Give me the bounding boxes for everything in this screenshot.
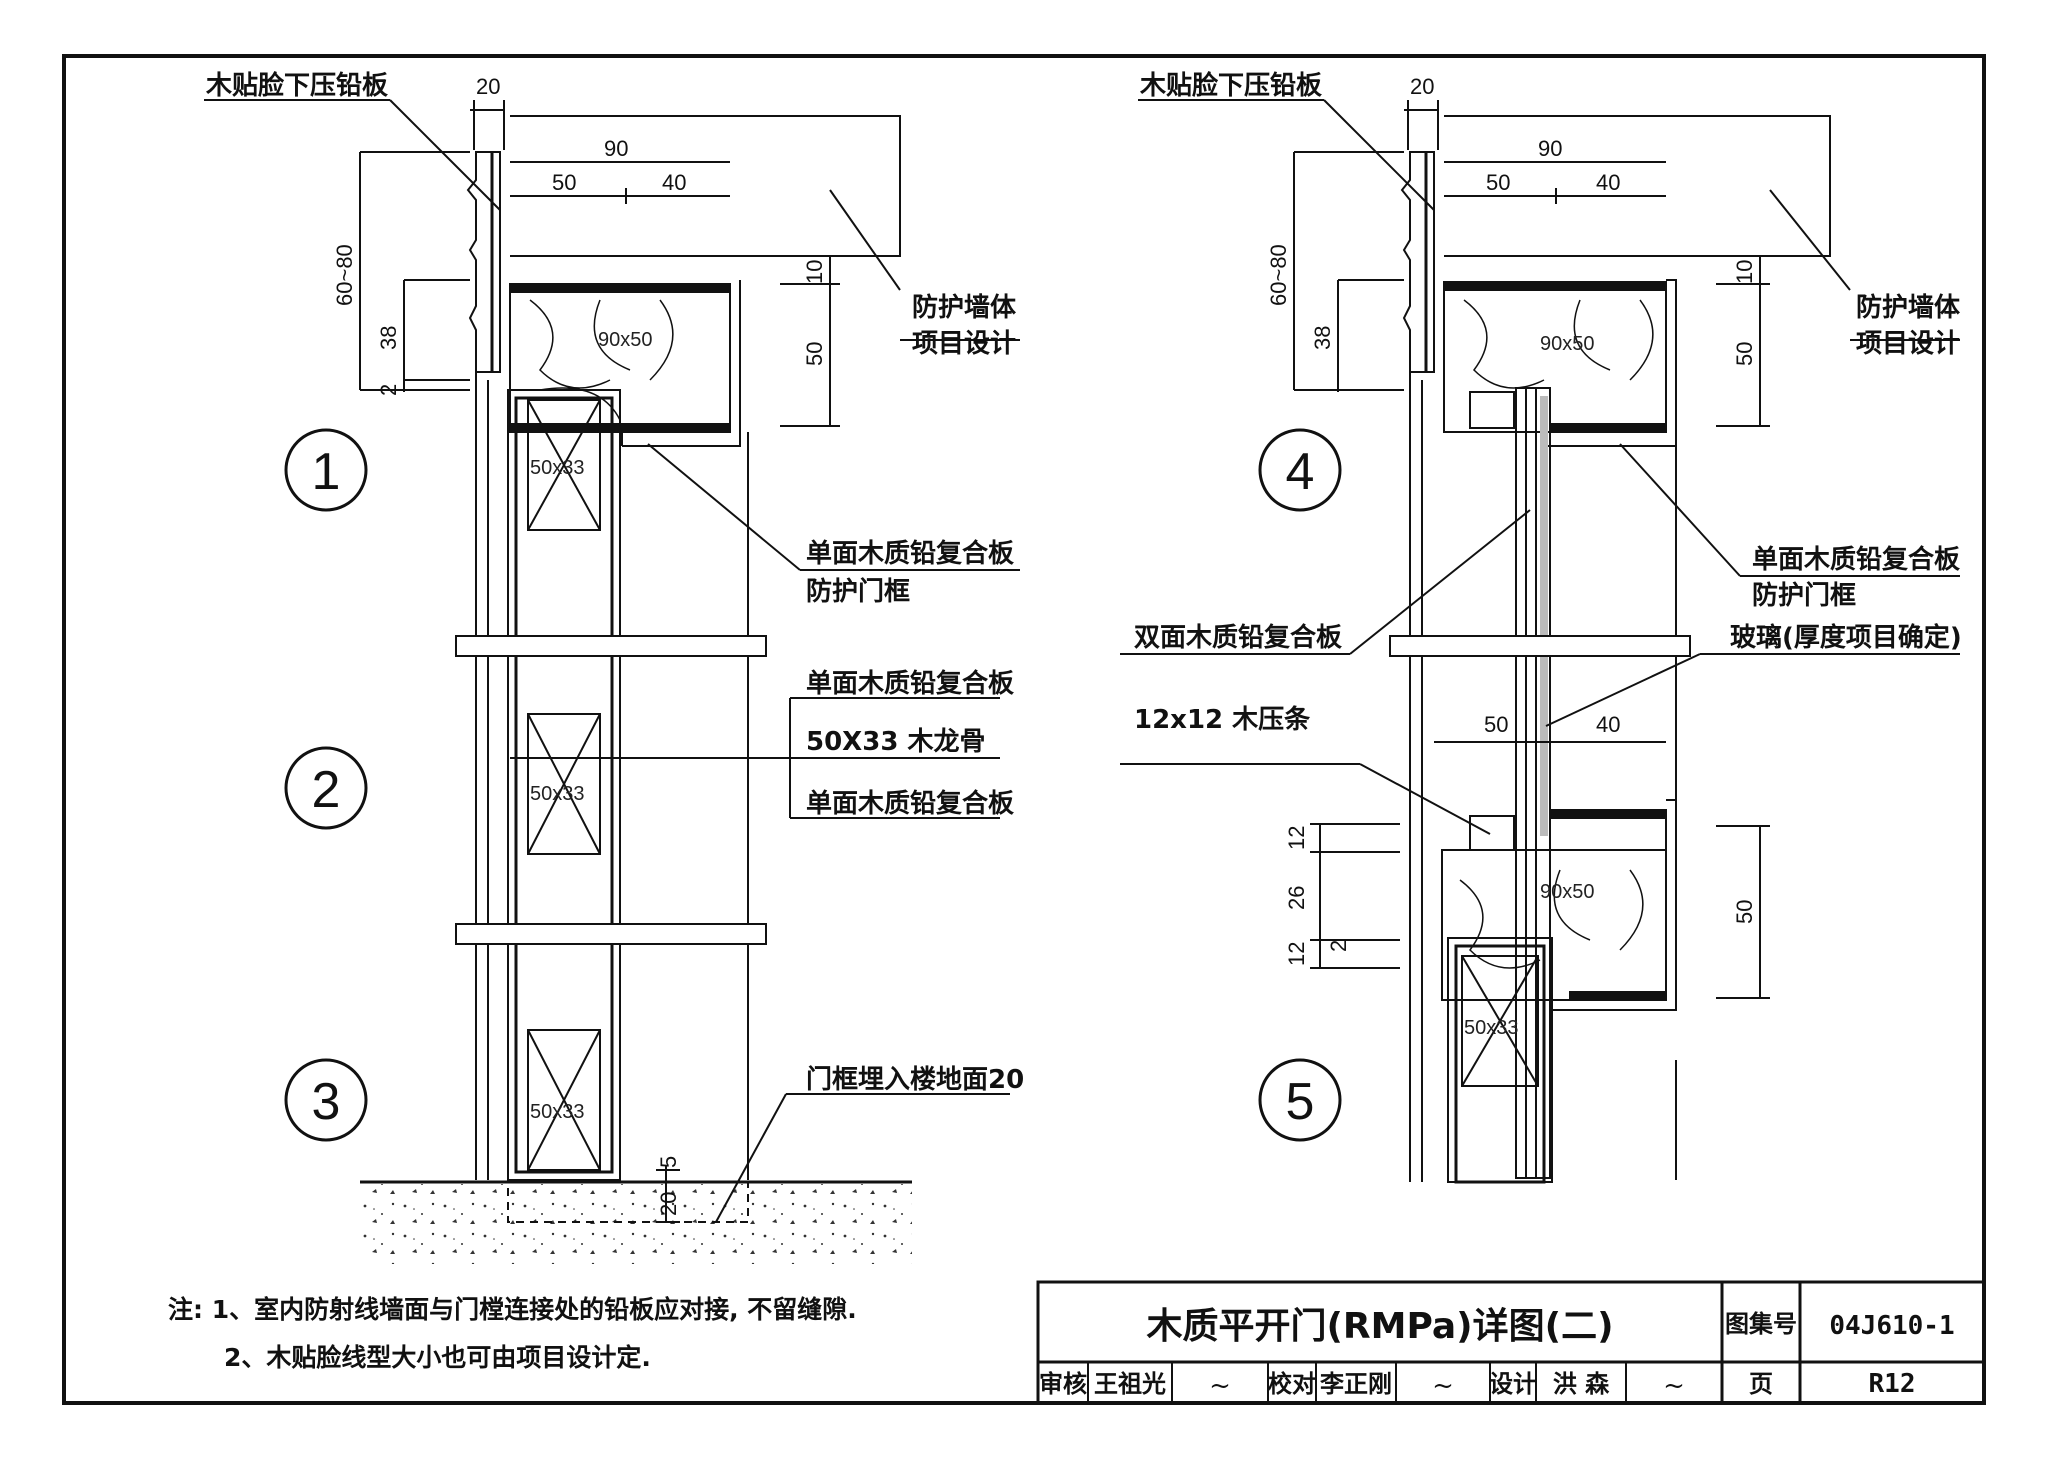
label-wall-right: 防护墙体	[1856, 293, 1961, 323]
section-frame-right-bottom: 90x50	[1540, 881, 1595, 903]
checker-name: 李正刚	[1320, 1370, 1392, 1398]
reviewer-name: 王祖光	[1094, 1370, 1166, 1398]
note-line-2: 2、木贴脸线型大小也可由项目设计定.	[224, 1343, 651, 1372]
dim-50-lower-right: 50	[1732, 900, 1757, 924]
section-keel-left-2: 50x33	[530, 783, 585, 805]
checker-signature: ~	[1432, 1371, 1454, 1401]
check-label: 校对	[1268, 1370, 1316, 1398]
dim-60-80-left: 60~80	[332, 244, 357, 306]
dim-50-glass: 50	[1484, 712, 1508, 737]
circle-label-3: 3	[312, 1073, 341, 1131]
label-project-right: 项目设计	[1856, 329, 1960, 359]
dim-60-80-right: 60~80	[1266, 244, 1291, 306]
note-line-1: 注: 1、室内防射线墙面与门樘连接处的铅板应对接, 不留缝隙.	[168, 1295, 857, 1324]
dim-40-left: 40	[662, 170, 686, 195]
dim-20b-left: 20	[656, 1192, 681, 1216]
dim-12-bottom: 12	[1284, 942, 1309, 966]
dim-20-left: 20	[476, 74, 500, 99]
label-double-panel: 双面木质铅复合板	[1134, 622, 1342, 653]
label-trim-left: 木贴脸下压铅板	[205, 70, 388, 101]
circle-markers	[284, 428, 1342, 1142]
circle-label-4: 4	[1286, 443, 1315, 501]
dim-2-left: 2	[376, 384, 401, 396]
dim-90-right: 90	[1538, 136, 1562, 161]
dim-2-right: 2	[1326, 940, 1351, 952]
dim-40-right: 40	[1596, 170, 1620, 195]
section-keel-right: 50x33	[1464, 1017, 1519, 1039]
reviewer-signature: ~	[1209, 1371, 1231, 1401]
label-trim-right: 木贴脸下压铅板	[1139, 70, 1322, 101]
designer-signature: ~	[1663, 1371, 1685, 1401]
dim-40-glass: 40	[1596, 712, 1620, 737]
label-glass: 玻璃(厚度项目确定)	[1730, 622, 1962, 653]
circle-label-1: 1	[312, 443, 341, 501]
review-label: 审核	[1039, 1370, 1087, 1398]
dim-38-left: 38	[376, 326, 401, 350]
drawing-title: 木质平开门(RMPa)详图(二)	[1146, 1306, 1613, 1347]
dim-26: 26	[1284, 886, 1309, 910]
section-frame-right-top: 90x50	[1540, 333, 1595, 355]
dim-50v-right: 50	[1732, 342, 1757, 366]
dim-10-left: 10	[802, 260, 827, 284]
atlas-label: 图集号	[1725, 1310, 1797, 1338]
label-single-panel-left-3: 单面木质铅复合板	[806, 788, 1014, 819]
label-door-frame-right: 防护门框	[1752, 581, 1856, 611]
left-detail	[204, 99, 1020, 1264]
label-door-frame-left: 防护门框	[806, 577, 910, 607]
designer-name: 洪 森	[1553, 1370, 1610, 1398]
circle-label-2: 2	[312, 761, 341, 819]
label-keel: 50X33 木龙骨	[806, 727, 985, 757]
sheet-border	[62, 54, 1986, 1405]
label-single-panel-left-1: 单面木质铅复合板	[806, 538, 1014, 569]
circle-label-5: 5	[1286, 1073, 1315, 1131]
section-keel-left-1: 50x33	[530, 457, 585, 479]
label-single-panel-left-2: 单面木质铅复合板	[806, 668, 1014, 699]
dim-38-right: 38	[1310, 326, 1335, 350]
label-wall-left: 防护墙体	[912, 293, 1017, 323]
page-label: 页	[1749, 1370, 1773, 1398]
dim-12-top: 12	[1284, 826, 1309, 850]
label-single-panel-right: 单面木质铅复合板	[1752, 544, 1960, 575]
right-detail	[1120, 99, 1960, 1184]
title-block	[1036, 1280, 1986, 1405]
label-embedded: 门框埋入楼地面20	[806, 1065, 1024, 1095]
dim-50-left: 50	[552, 170, 576, 195]
dim-50-right: 50	[1486, 170, 1510, 195]
atlas-number: 04J610-1	[1829, 1311, 1954, 1341]
section-keel-left-3: 50x33	[530, 1101, 585, 1123]
label-project-left: 项目设计	[912, 329, 1016, 359]
dim-20-right: 20	[1410, 74, 1434, 99]
section-frame-left: 90x50	[598, 329, 653, 351]
dim-10-right: 10	[1732, 260, 1757, 284]
dim-90-left: 90	[604, 136, 628, 161]
dim-50v-left: 50	[802, 342, 827, 366]
page-number: R12	[1869, 1369, 1916, 1399]
dim-5-left: 5	[656, 1156, 681, 1168]
design-label: 设计	[1489, 1370, 1537, 1398]
label-wood-strip: 12x12 木压条	[1134, 705, 1311, 735]
